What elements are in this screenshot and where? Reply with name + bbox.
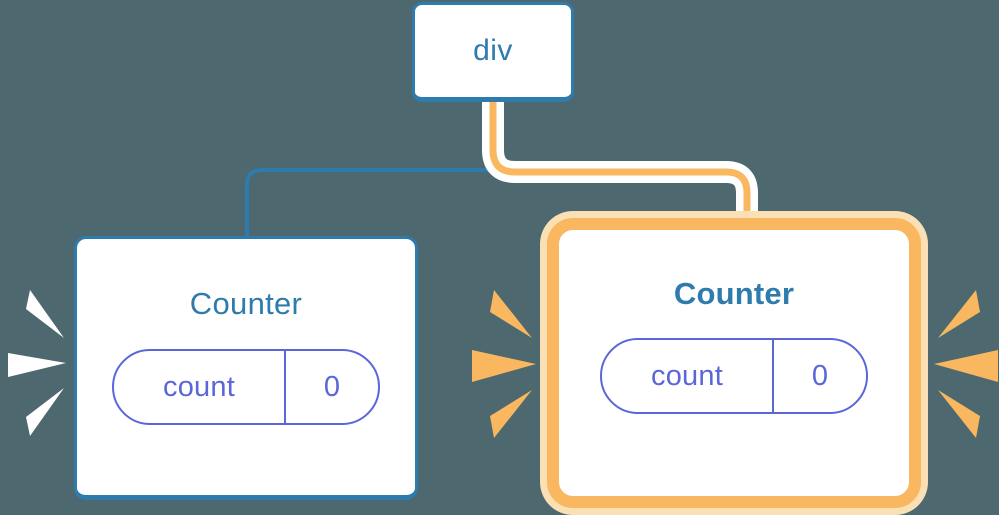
ray-lower [938,390,980,438]
node-counter-right-title: Counter [673,276,795,311]
ray-middle [472,350,536,382]
ray-lower [490,390,532,438]
state-value: 0 [284,351,378,423]
edge-div-to-counter-left [245,102,495,238]
burst-left-of-counter-left [8,290,66,436]
ray-upper [490,290,532,338]
ray-middle [8,353,66,377]
node-div[interactable]: div [412,2,574,102]
state-value: 0 [772,340,866,412]
ray-middle [934,350,998,382]
state-pill-counter-right: count 0 [600,338,868,414]
ray-upper [26,290,64,338]
state-pill-counter-left: count 0 [112,349,380,425]
edge-div-to-counter-right-halo [482,102,758,232]
node-counter-right[interactable]: Counter count 0 [547,218,921,508]
burst-right-of-counter-right [934,290,998,438]
state-key: count [651,359,723,392]
burst-right-of-counter-left [472,290,536,438]
node-counter-left[interactable]: Counter count 0 [74,236,418,500]
ray-lower [26,388,64,436]
node-counter-left-title: Counter [189,286,303,321]
state-key: count [163,370,235,403]
ray-upper [938,290,980,338]
edge-div-to-counter-right [489,102,751,232]
node-div-title: div [473,34,513,67]
